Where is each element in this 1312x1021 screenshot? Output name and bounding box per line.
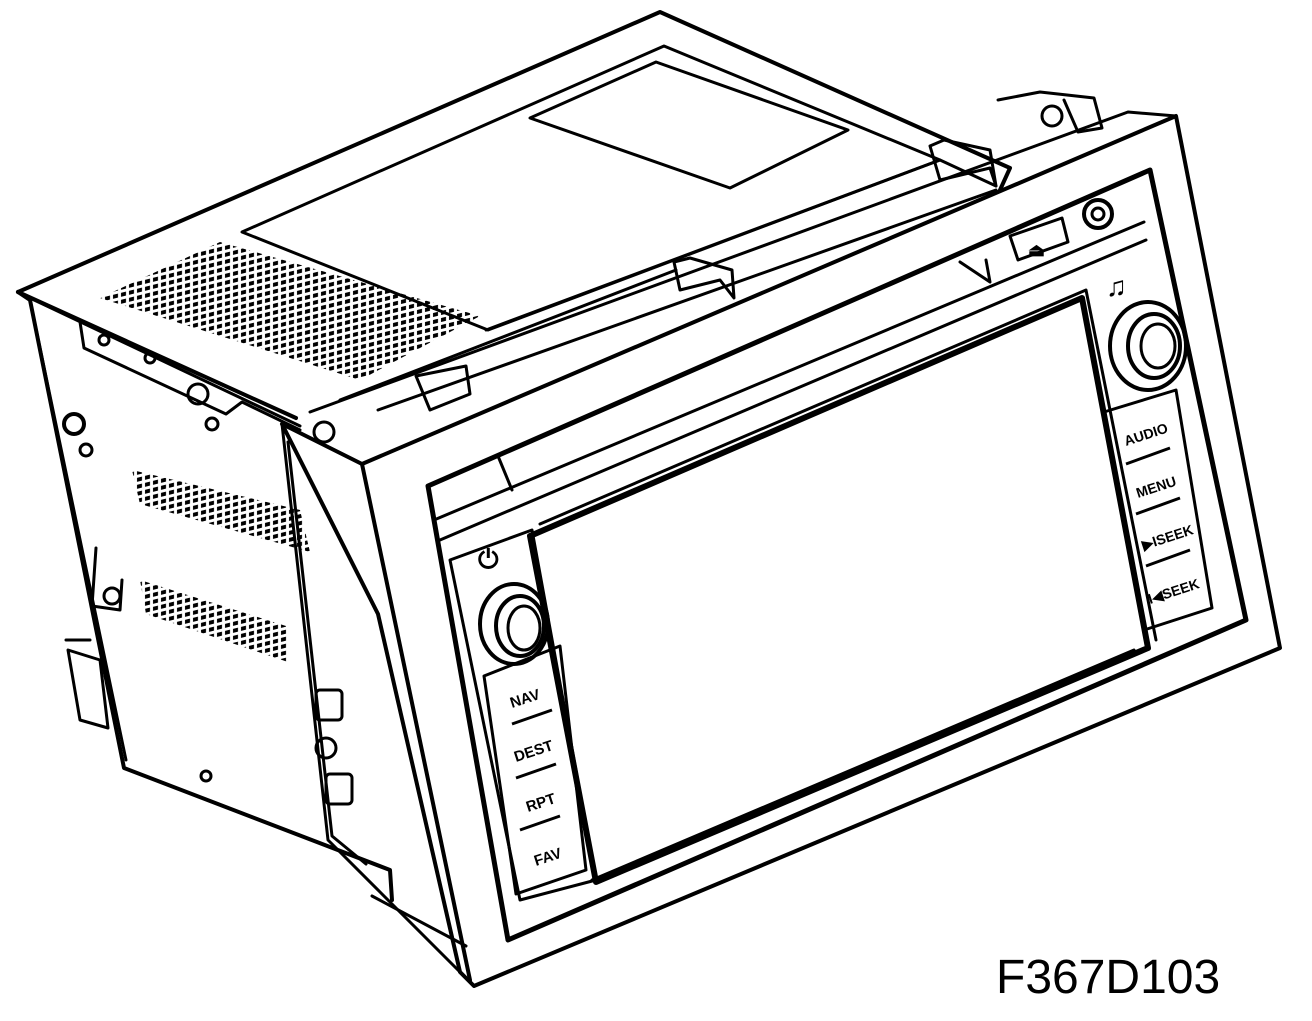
- chassis-body: [16, 10, 1012, 902]
- eject-button[interactable]: [1008, 216, 1070, 262]
- eject-icon: ⏏: [1028, 240, 1045, 260]
- mounting-clip: [414, 90, 1104, 412]
- power-icon[interactable]: ⏻: [478, 544, 499, 574]
- music-note-icon: ♫: [1106, 271, 1127, 302]
- seek-back-button[interactable]: I◀SEEK: [1146, 575, 1201, 607]
- volume-knob-icon[interactable]: [478, 582, 550, 666]
- menu-button[interactable]: MENU: [1134, 473, 1178, 501]
- front-bezel: [280, 110, 1282, 988]
- aux-jack-icon: [1082, 198, 1114, 230]
- disc-slot-arrow: [958, 258, 992, 284]
- face-plate: [425, 167, 1249, 943]
- fav-button[interactable]: FAV: [532, 845, 564, 870]
- rpt-button[interactable]: RPT: [524, 790, 558, 815]
- right-button-panel: [1102, 388, 1214, 632]
- figure-id: F367D103: [996, 951, 1221, 1004]
- nav-button[interactable]: NAV: [508, 686, 542, 712]
- tune-knob-icon[interactable]: [1108, 300, 1188, 392]
- audio-button[interactable]: AUDIO: [1122, 420, 1170, 449]
- dest-button[interactable]: DEST: [512, 737, 555, 766]
- seek-forward-button[interactable]: ▶ISEEK: [1139, 521, 1195, 553]
- vent-holes: [100, 242, 480, 662]
